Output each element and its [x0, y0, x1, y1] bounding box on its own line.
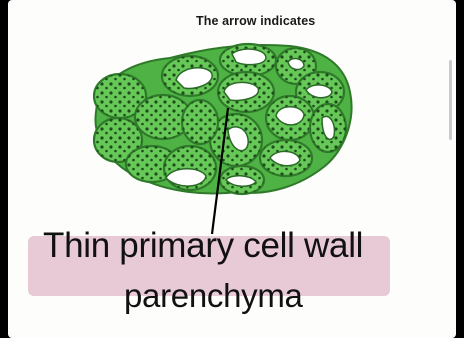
label-subtitle: parenchyma	[124, 277, 303, 315]
label-title: Thin primary cell wall	[43, 226, 363, 266]
caption-top: The arrow indicates	[196, 14, 315, 28]
cell	[182, 100, 218, 144]
vacuole	[232, 49, 266, 65]
